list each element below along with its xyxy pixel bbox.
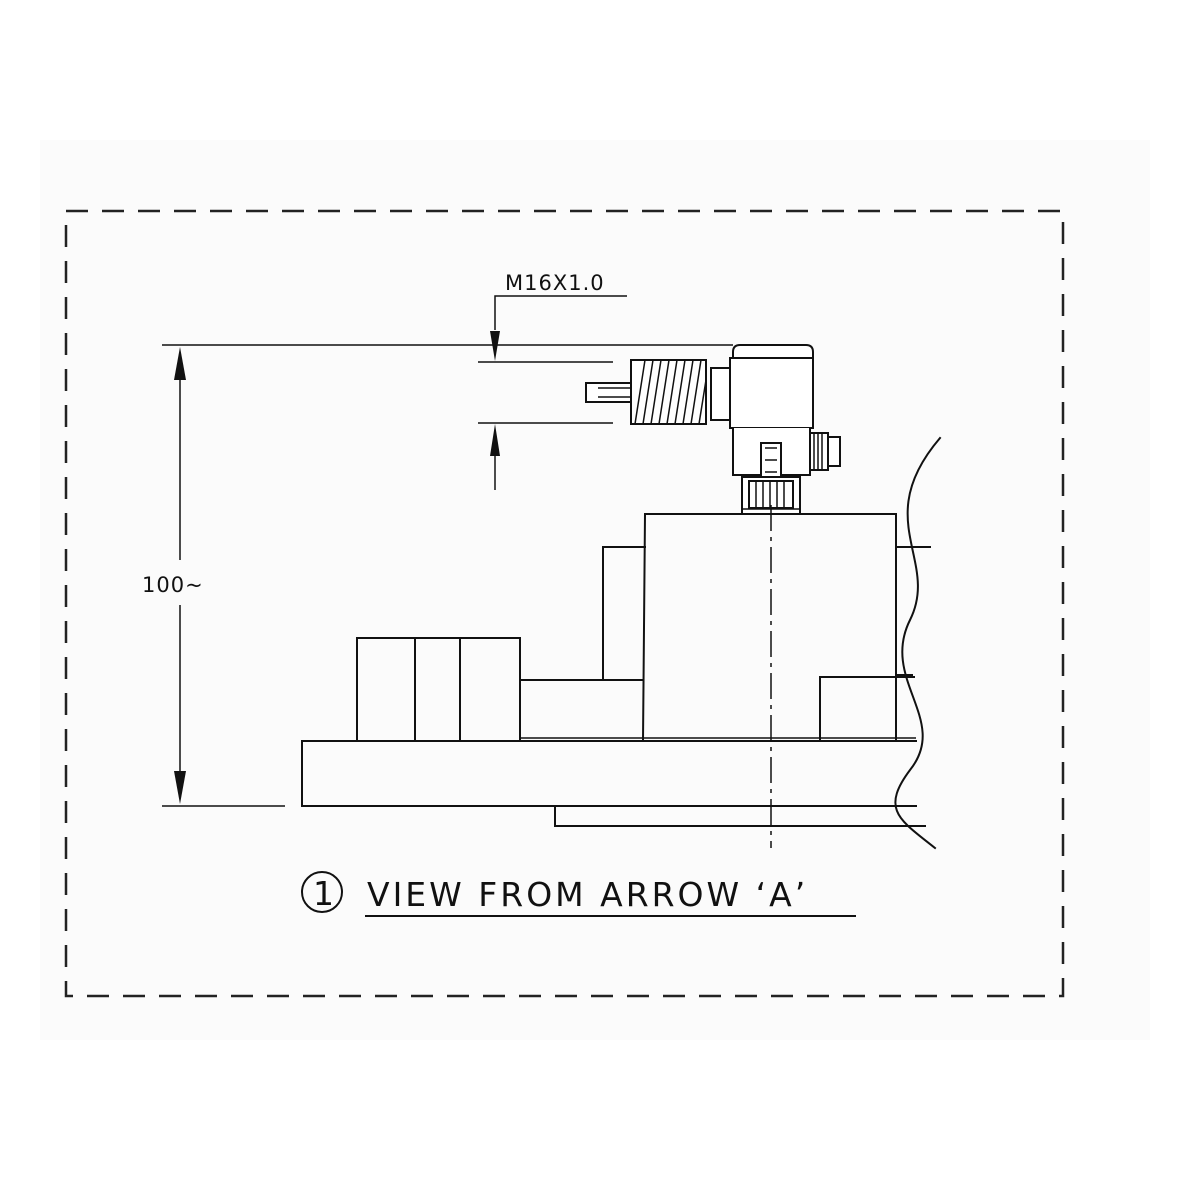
height-label: 100~ <box>142 573 204 597</box>
thread-dimension: M16X1.0 <box>478 271 627 490</box>
paper-panel <box>40 140 1150 1040</box>
thread-lines <box>634 359 707 425</box>
view-title: 1 VIEW FROM ARROW ‘A’ <box>301 871 856 917</box>
break-line <box>894 436 942 850</box>
left-block <box>356 637 644 742</box>
view-number-circle <box>301 871 343 913</box>
thread-arrow-up <box>490 424 500 456</box>
view-title-text: VIEW FROM ARROW ‘A’ <box>367 875 808 914</box>
dimension-arrow-up <box>174 347 186 380</box>
sensor-assembly <box>585 344 841 515</box>
view-number: 1 <box>313 874 334 913</box>
dimension-arrow-down <box>174 771 186 804</box>
view-frame <box>64 209 1065 998</box>
thread-arrow-down <box>490 331 500 361</box>
thread-label: M16X1.0 <box>505 271 605 295</box>
height-dimension: 100~ <box>142 344 733 807</box>
base-plate <box>301 740 926 827</box>
